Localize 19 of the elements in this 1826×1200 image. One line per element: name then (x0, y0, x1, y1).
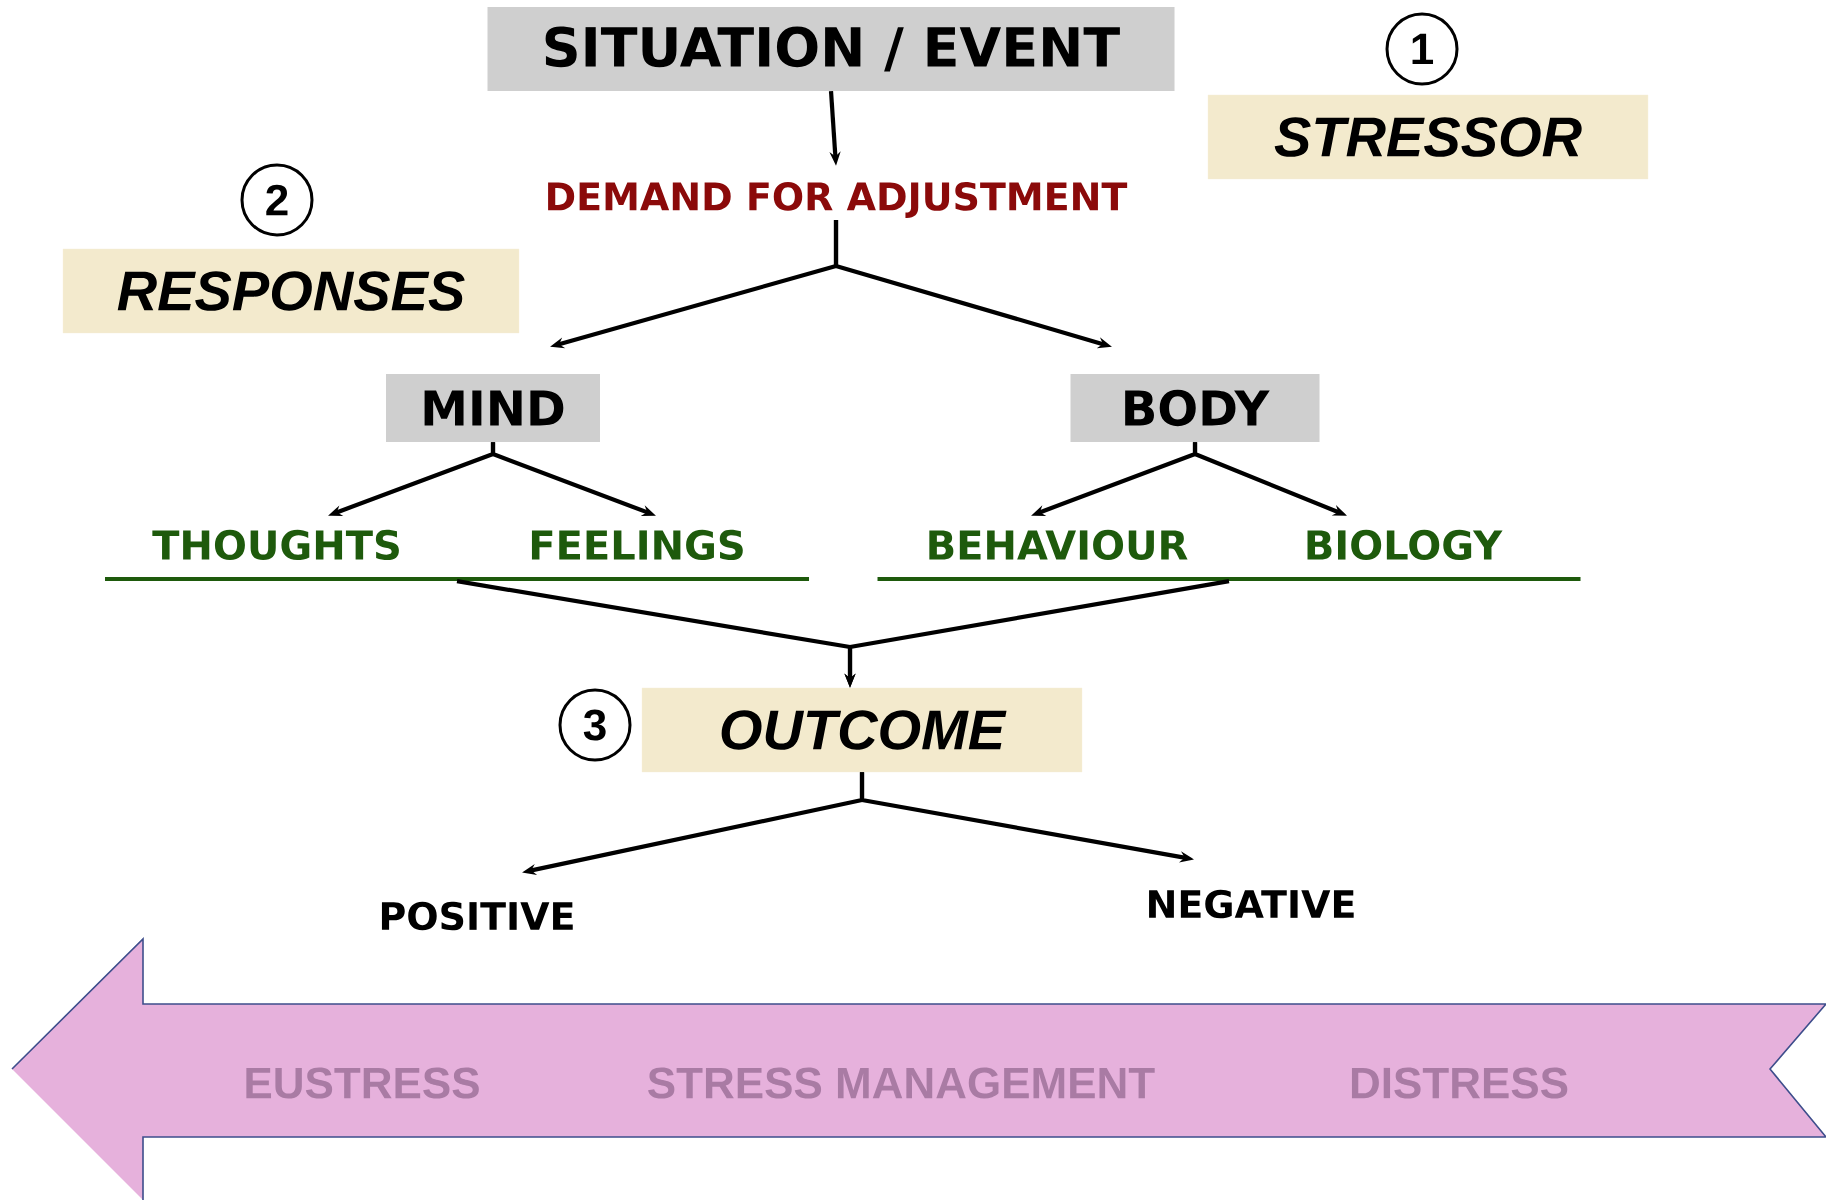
category-text: BIOLOGY (1307, 529, 1503, 561)
category-text: THOUGHTS (152, 529, 399, 561)
heading-box: SITUATION / EVENT (487, 7, 1175, 91)
arrow-band: EUSTRESS STRESS MANAGEMENT DISTRESS (11, 937, 1826, 1200)
outcome-text: NEGATIVE (1149, 889, 1354, 919)
callout-number: 1 (1385, 12, 1459, 86)
underline (105, 577, 809, 581)
callout-number: 2 (240, 163, 314, 237)
category-text: BEHAVIOUR (929, 529, 1188, 561)
outcome-text: POSITIVE (381, 901, 573, 931)
label-box: OUTCOME (641, 687, 1083, 773)
label-box: RESPONSES (62, 248, 520, 334)
callout-number: 3 (558, 688, 632, 762)
label-box: STRESSOR (1207, 94, 1649, 180)
underline (877, 577, 1581, 581)
category-box: BODY (1070, 374, 1320, 442)
category-box: MIND (386, 374, 600, 442)
category-text: FEELINGS (531, 529, 743, 561)
heading-text: DEMAND FOR ADJUSTMENT (548, 182, 1128, 218)
